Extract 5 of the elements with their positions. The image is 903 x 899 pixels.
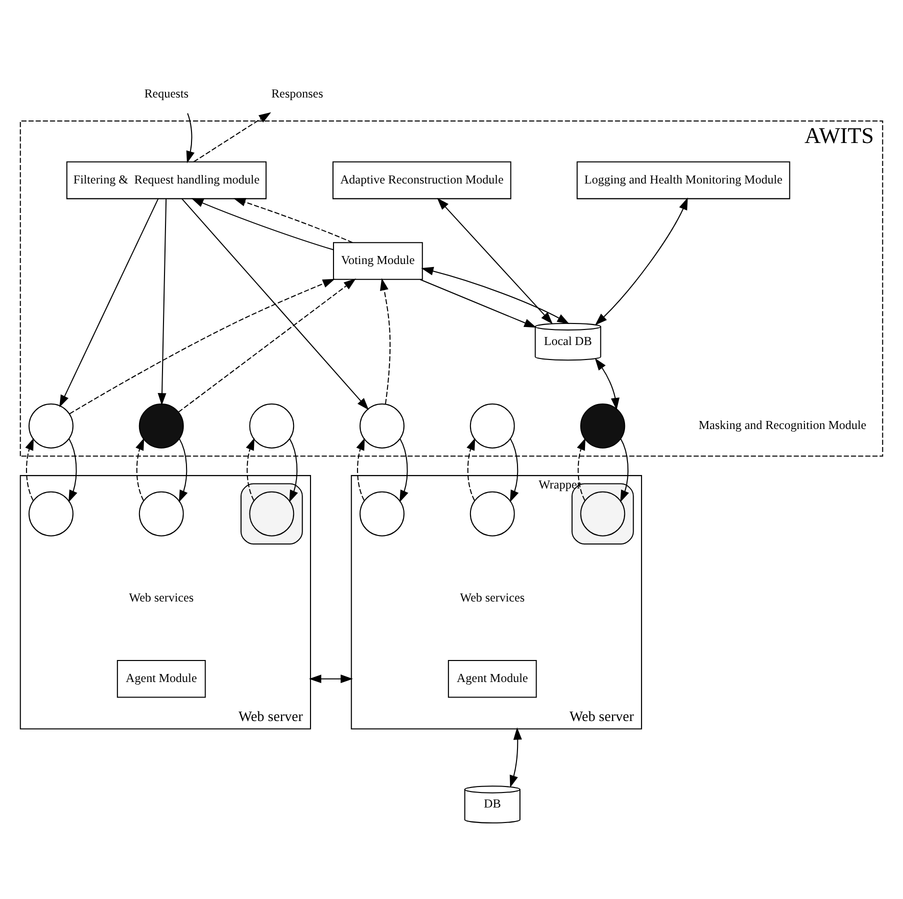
- label: Web services: [460, 590, 525, 604]
- node-text: Responses: [271, 86, 324, 101]
- node-text: Requests: [144, 86, 189, 101]
- label: Web services: [129, 590, 194, 604]
- label: Masking and Recognition Module: [698, 418, 866, 432]
